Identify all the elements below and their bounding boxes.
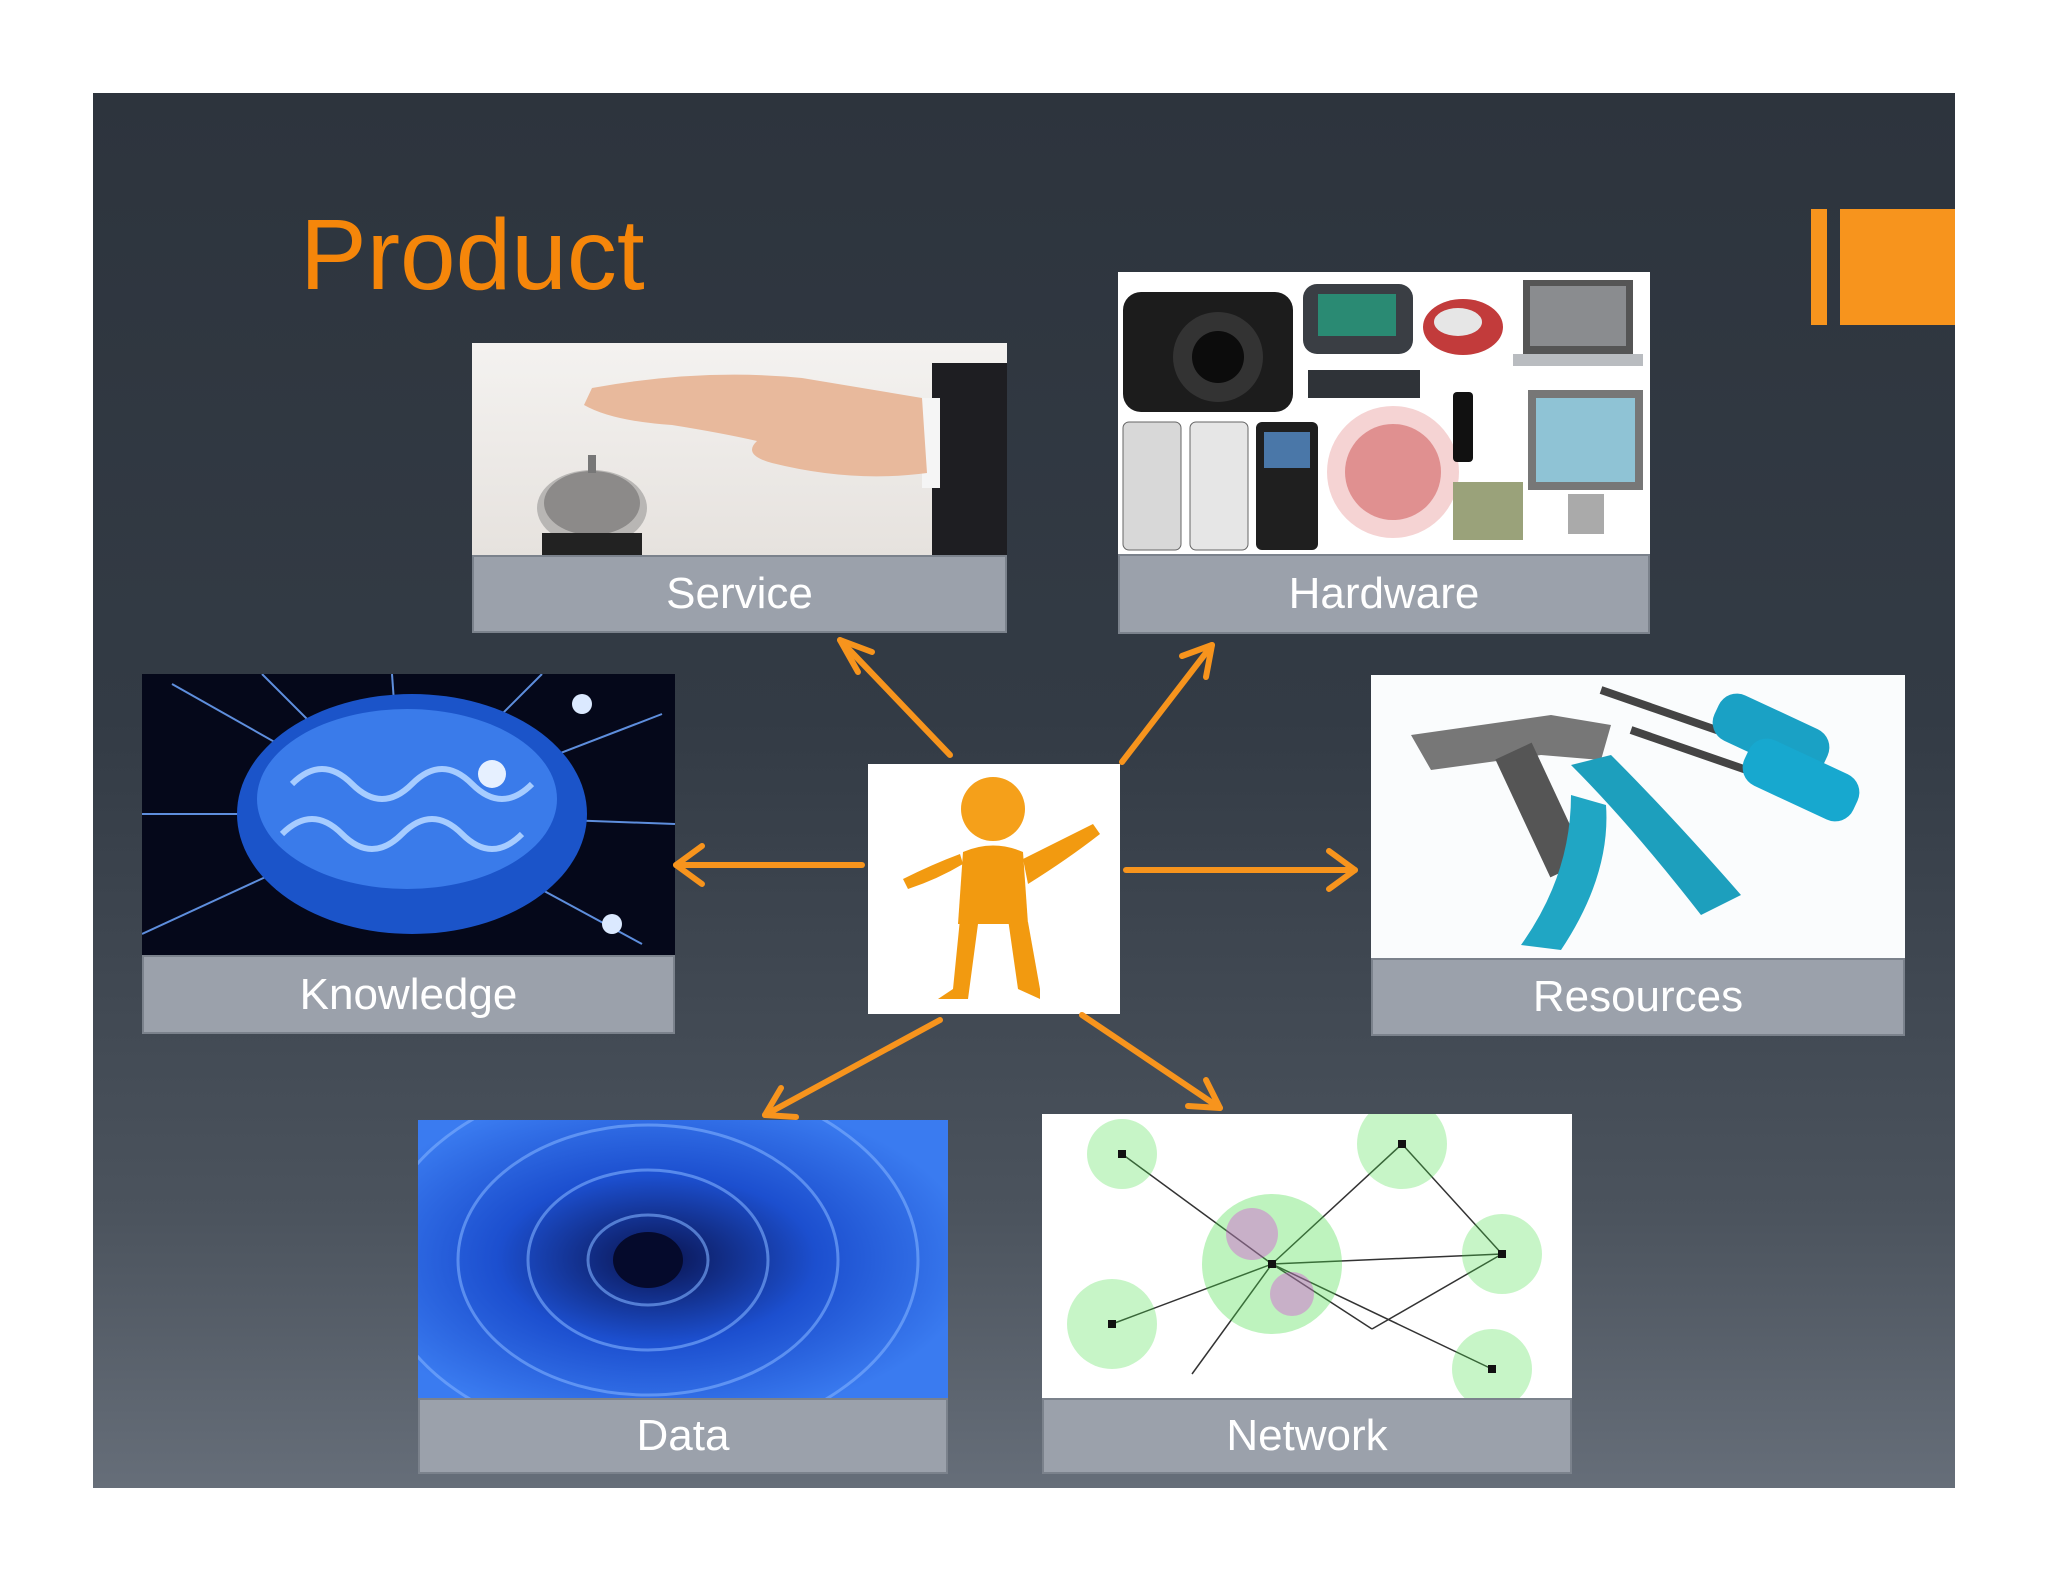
tools-icon [1371, 675, 1905, 958]
accent-block [1840, 209, 1955, 325]
center-figure [868, 764, 1120, 1014]
accent-bar [1811, 209, 1827, 325]
person-presenting-icon [903, 777, 1100, 999]
card-label: Service [472, 555, 1007, 633]
card-hardware: Hardware [1118, 272, 1650, 634]
card-label: Knowledge [142, 955, 675, 1034]
devices-collage-icon [1118, 272, 1650, 556]
brain-icon [142, 674, 675, 955]
card-label: Data [418, 1398, 948, 1474]
card-label: Network [1042, 1398, 1572, 1474]
card-label: Hardware [1118, 554, 1650, 634]
card-label: Resources [1371, 958, 1905, 1036]
card-data: Data [418, 1120, 948, 1474]
binary-tunnel-icon [418, 1120, 948, 1398]
network-graph-icon [1042, 1114, 1572, 1399]
card-network: Network [1042, 1114, 1572, 1474]
card-service: Service [472, 343, 1007, 633]
service-bell-icon [472, 343, 1007, 557]
card-knowledge: Knowledge [142, 674, 675, 1034]
slide-title: Product [300, 199, 645, 311]
card-resources: Resources [1371, 675, 1905, 1036]
